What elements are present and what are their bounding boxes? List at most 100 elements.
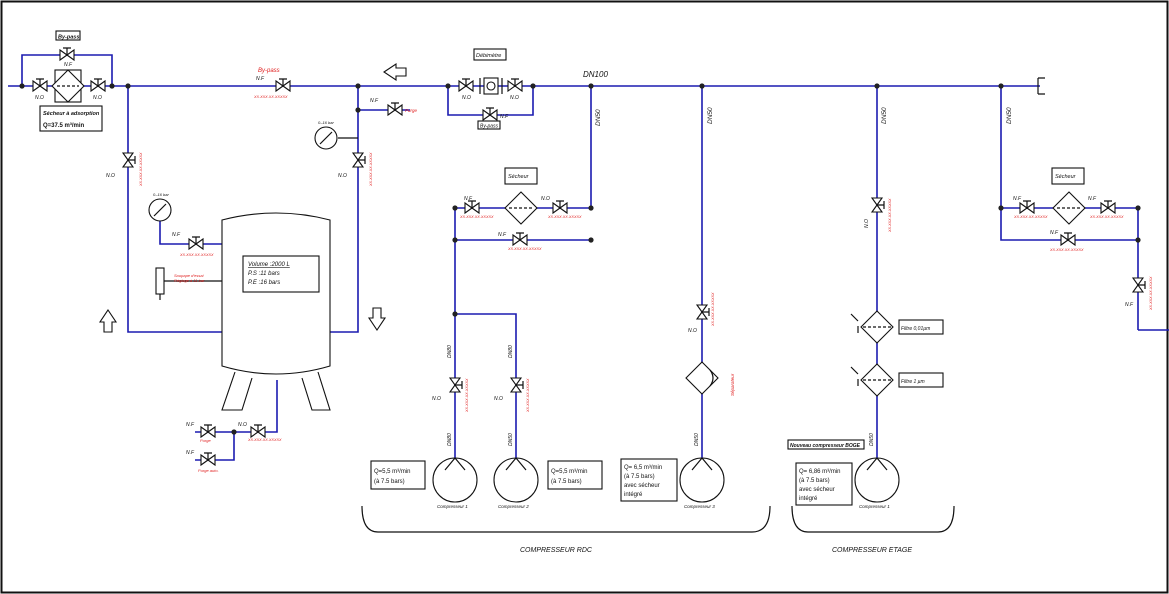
- compresseur-etage-icon: [854, 457, 900, 503]
- tag-etage: XX.XXX.XX.XXXXX: [888, 198, 892, 233]
- comp1-flow-line1: Q=5,5 m³/min: [374, 469, 411, 475]
- label-dn50-comp2: DN50: [508, 433, 514, 446]
- label-nf-bypass: N.F: [256, 76, 265, 82]
- air-tank: [221, 212, 331, 411]
- label-dn50-1: DN50: [595, 109, 602, 126]
- label-separateur: Séparateur: [730, 373, 735, 396]
- label-tank-ps: P.S :11 bars: [248, 271, 280, 277]
- tag-secheur-r-out: XX.XXX.XX.XXXXX: [1089, 215, 1124, 219]
- label-nf-right-vertical: N.F: [1125, 302, 1134, 308]
- label-purge: Purge: [200, 438, 211, 443]
- label-filtre-1: Filtre 0,01µm: [901, 326, 930, 332]
- secheur-right-icon: [1051, 167, 1086, 225]
- valve-bypass-main: [275, 78, 291, 93]
- tag-secheur-bypass: XX.XXX.XX.XXXXX: [507, 247, 542, 251]
- label-purge-right: Purge: [405, 108, 418, 113]
- label-dn50-etage: DN50: [869, 433, 875, 446]
- comp2-flow-line1: Q=5,5 m³/min: [551, 469, 588, 475]
- comp-etage-flow-line2: (à 7.5 bars): [799, 478, 830, 484]
- tag-secheur-r-in: XX.XXX.XX.XXXXX: [1013, 215, 1048, 219]
- junction-nodes: [19, 83, 1141, 435]
- label-dn50-3: DN50: [881, 107, 888, 124]
- label-filtre-2: Filtre 1 µm: [901, 379, 925, 385]
- label-no-comp2: N.O: [494, 396, 503, 402]
- label-dn50-4: DN50: [1006, 107, 1013, 124]
- label-nf-secheur-r-out: N.F: [1088, 196, 1097, 202]
- tag-secheur-out: XX.XXX.XX.XXXXX: [547, 215, 582, 219]
- valve-bypass-top: [59, 47, 75, 62]
- comp3-flow-line4: intégré: [624, 492, 643, 498]
- valve-tank-purge-auto: [200, 452, 216, 467]
- valve-etage: [870, 197, 885, 213]
- comp1-flow-line2: (à 7.5 bars): [374, 479, 405, 485]
- tag-tank-out: XX.XXX.XX.XXXXX: [369, 152, 373, 187]
- valve-secheur-out: [552, 200, 568, 215]
- label-no-left: N.O: [35, 95, 44, 101]
- debitmetre-icon: [479, 77, 503, 95]
- soupape-icon: [155, 267, 222, 300]
- label-group-etage: COMPRESSEUR ETAGE: [832, 547, 912, 554]
- group-braces: [361, 505, 955, 533]
- label-no-right: N.O: [93, 95, 102, 101]
- label-dn80-1: DN80: [447, 345, 453, 358]
- valve-secheur-bypass: [512, 232, 528, 247]
- tag-secheur-in: XX.XXX.XX.XXXXX: [459, 215, 494, 219]
- tag-comp3: XX.XXX.XX.XXXXX: [711, 292, 715, 327]
- comp2-flow: Q=5,5 m³/min (à 7.5 bars): [551, 469, 588, 485]
- tag-tank-purge: XX.XXX.XX.XXXXX: [247, 438, 282, 442]
- valve-left-vertical: [121, 152, 136, 168]
- flow-arrow-down-icon: [367, 307, 387, 331]
- valve-tank-out: [351, 152, 366, 168]
- valve-tank-purge-2: [250, 424, 266, 439]
- valves: [32, 47, 1146, 467]
- label-no-meter-out: N.O: [510, 95, 519, 101]
- flow-arrow-up-icon: [98, 309, 118, 333]
- separateur-icon: [685, 361, 719, 395]
- compresseur-3-icon: [679, 457, 725, 503]
- label-compresseur-2: Compresseur 2: [498, 504, 529, 509]
- label-purge-auto: Purge auto.: [198, 468, 219, 473]
- filtre-1-icon: [850, 310, 944, 344]
- label-no-tank-purge: N.O: [238, 422, 247, 428]
- valve-comp2: [509, 377, 524, 393]
- label-no-comp1: N.O: [432, 396, 441, 402]
- valve-tank-purge-1: [200, 424, 216, 439]
- label-nf-tank-purge: N.F: [186, 422, 195, 428]
- label-bypass-meter: By-pass: [480, 124, 499, 130]
- tag-gauge: XX.XXX.XX.XXXXX: [179, 253, 214, 257]
- compresseur-2-icon: [493, 457, 539, 503]
- valve-meter-out: [507, 78, 523, 93]
- label-nf-secheur-r-bypass: N.F: [1050, 230, 1059, 236]
- tag-left-vertical: XX.XXX.XX.XXXXX: [139, 152, 143, 187]
- label-boxes: [39, 30, 865, 506]
- comp-etage-flow-line1: Q= 6,86 m³/min: [799, 469, 841, 475]
- comp-etage-flow: Q= 6,86 m³/min (à 7.5 bars) avec sécheur…: [799, 469, 841, 502]
- label-bypass-top: By-pass: [58, 35, 79, 41]
- tag-right-vertical: XX.XXX.XX.XXXXX: [1149, 276, 1153, 311]
- valve-meter-bypass: [482, 107, 498, 122]
- tag-secheur-r-bypass: XX.XXX.XX.XXXXX: [1049, 248, 1084, 252]
- comp2-flow-line2: (à 7.5 bars): [551, 479, 582, 485]
- valve-secheur-r-bypass: [1060, 232, 1076, 247]
- label-nf-gauge: N.F: [172, 232, 181, 238]
- filtre-2-icon: [850, 363, 944, 397]
- label-nf-purge: N.F: [370, 98, 379, 104]
- comp3-flow: Q= 6,5 m³/min (à 7.5 bars) avec sécheur …: [624, 465, 662, 498]
- label-no-tank-out: N.O: [338, 173, 347, 179]
- tag-comp2: XX.XXX.XX.XXXXX: [526, 378, 530, 413]
- compresseur-1-icon: [432, 457, 478, 503]
- label-tank-pe: P.E :16 bars: [248, 280, 280, 286]
- label-gauge-range: 0–16 bar: [318, 120, 334, 125]
- label-compresseur-3: Compresseur 3: [684, 504, 715, 509]
- label-no-left-vertical: N.O: [106, 173, 115, 179]
- label-group-rdc: COMPRESSEUR RDC: [520, 547, 593, 554]
- valve-secheur-r-in: [1019, 200, 1035, 215]
- comp3-flow-line3: avec sécheur: [624, 483, 660, 489]
- pipes: [8, 54, 1169, 461]
- comp3-flow-line1: Q= 6,5 m³/min: [624, 465, 662, 471]
- valve-no-left: [32, 78, 48, 93]
